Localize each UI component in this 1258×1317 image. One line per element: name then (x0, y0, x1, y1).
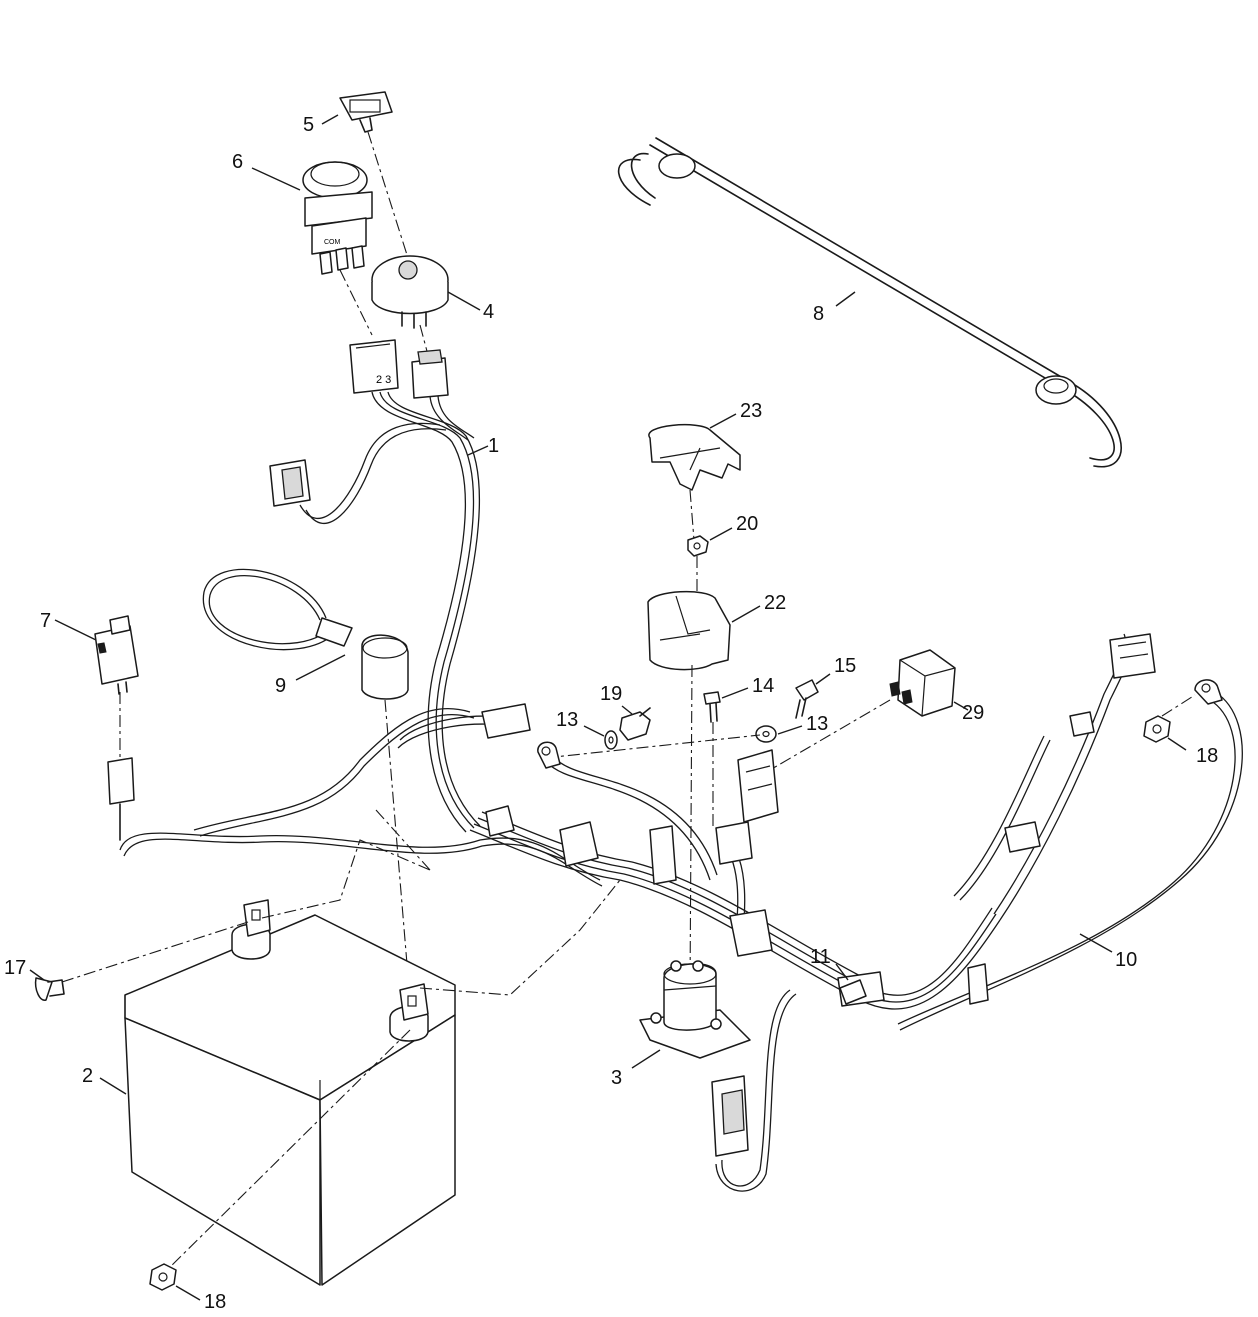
centerline-ignition (419, 324, 429, 356)
centerline-fuse (384, 699, 411, 1001)
callout-4: 4 (483, 301, 494, 323)
leader-23 (709, 413, 737, 429)
leader-1 (467, 445, 489, 456)
part-13-washer-right (755, 725, 777, 743)
callout-18b: 18 (1196, 745, 1218, 767)
centerline-battery-cable-3 (419, 879, 621, 996)
part-17-bolt (34, 977, 65, 1001)
centerline-key (367, 131, 409, 259)
callout-10: 10 (1115, 949, 1137, 971)
leader-7 (54, 619, 97, 641)
part-5-key (339, 91, 393, 133)
callout-labels: 1 2 3 4 5 6 7 8 9 10 11 13 13 14 15 17 1… (4, 114, 1218, 1313)
part-6-pto-switch: COM (302, 161, 373, 275)
part-7-seat-switch (94, 615, 139, 695)
leader-11 (835, 963, 849, 981)
callout-2: 2 (82, 1065, 93, 1087)
part-18-nut-right (1143, 715, 1171, 743)
part-15-bolt (795, 679, 819, 719)
callout-7: 7 (40, 610, 51, 632)
centerline-boot (689, 664, 693, 991)
callout-6: 6 (232, 151, 243, 173)
leader-9 (295, 654, 346, 681)
callout-3: 3 (611, 1067, 622, 1089)
leader-29 (953, 701, 969, 711)
part-3-solenoid (639, 960, 751, 1059)
leader-22 (731, 605, 761, 623)
part-14-screw (703, 691, 721, 723)
part-11-clamp (839, 979, 867, 1005)
part-4-ignition-switch (371, 255, 449, 329)
callout-9: 9 (275, 675, 286, 697)
part-18-nut-bottom (149, 1263, 177, 1291)
leader-13a (583, 725, 605, 737)
part-9-fuse-holder (202, 568, 409, 700)
callout-14: 14 (752, 675, 774, 697)
leader-6 (251, 167, 301, 191)
part-29-relay (889, 649, 956, 717)
leader-10 (1079, 933, 1113, 953)
connector-pin-label: 2 3 (376, 374, 391, 386)
callout-18a: 18 (204, 1291, 226, 1313)
seat-switch-connector (107, 757, 135, 841)
leader-17 (29, 969, 45, 981)
callout-8: 8 (813, 303, 824, 325)
centerline-relay (769, 699, 891, 771)
part-22-boot (647, 590, 731, 671)
centerline-harness-bracket (375, 809, 431, 871)
callout-22: 22 (764, 592, 786, 614)
relay-socket (737, 749, 779, 823)
callout-29: 29 (962, 702, 984, 724)
part-2-battery (124, 899, 456, 1286)
leader-19 (621, 705, 633, 715)
leader-8 (835, 291, 856, 307)
leader-4 (447, 291, 481, 311)
leader-18a (175, 1285, 201, 1301)
harness-pto-connector: 2 3 (349, 339, 399, 394)
centerline-ground-terminal (544, 734, 761, 759)
callout-13a: 13 (556, 709, 578, 731)
callout-19: 19 (600, 683, 622, 705)
leader-15 (815, 673, 831, 685)
leader-13b (777, 725, 803, 735)
leader-3 (631, 1049, 661, 1069)
centerline-pto (339, 269, 373, 336)
solenoid-branch-connector (711, 1075, 749, 1157)
callout-23: 23 (740, 400, 762, 422)
leader-18b (1167, 737, 1187, 751)
centerline-battery-nut (164, 1029, 411, 1273)
centerline-battery-cable-1 (61, 921, 249, 983)
centerline-cover (689, 489, 695, 541)
callout-17: 17 (4, 957, 26, 979)
part-8-hook-rod (617, 137, 1122, 468)
pto-terminal-label: COM (324, 239, 341, 246)
harness-seat-connector (269, 459, 311, 507)
leader-5 (321, 114, 339, 125)
centerline-ground-nut (1161, 694, 1196, 717)
part-20-nut (687, 535, 709, 557)
harness-ignition-connector (411, 349, 449, 399)
callout-15: 15 (834, 655, 856, 677)
ground-terminal-ring (537, 741, 561, 769)
centerline-battery-cable-2 (261, 839, 431, 919)
part-23-terminal-cover (648, 424, 741, 491)
callout-11: 11 (810, 946, 831, 968)
callout-5: 5 (303, 114, 314, 136)
ground-wire-ring (1194, 679, 1223, 705)
callout-20: 20 (736, 513, 758, 535)
callout-13b: 13 (806, 713, 828, 735)
part-13-washer-left (604, 730, 618, 750)
leader-14 (721, 687, 749, 699)
callout-1: 1 (488, 435, 499, 457)
leader-20 (709, 527, 733, 541)
part-19-wing-nut (619, 707, 651, 741)
leader-2 (99, 1077, 127, 1095)
